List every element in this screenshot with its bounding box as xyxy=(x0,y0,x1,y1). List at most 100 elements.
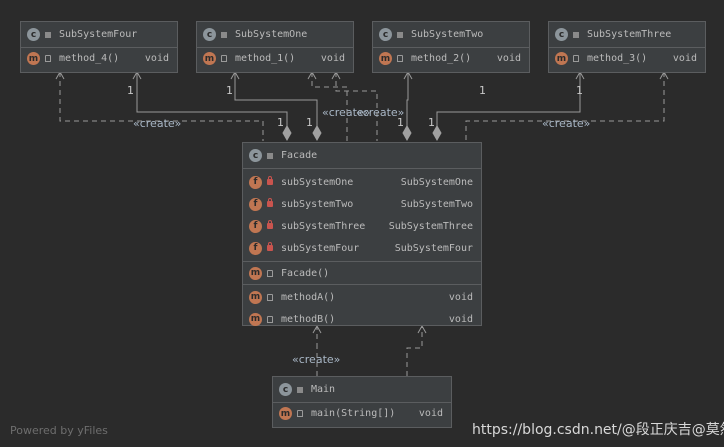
method-row[interactable]: m methodA() void xyxy=(243,286,481,308)
composition-diamonds xyxy=(282,124,442,142)
method-icon: m xyxy=(279,407,292,420)
method-icon: m xyxy=(555,52,568,65)
method-name: methodA() xyxy=(281,291,336,303)
multiplicity-four-top: 1 xyxy=(127,84,134,97)
private-lock-icon xyxy=(267,242,273,251)
field-row[interactable]: f subSystemFour SubSystemFour xyxy=(243,237,481,259)
field-icon: f xyxy=(249,241,262,255)
create-label-one: «create» xyxy=(322,106,371,119)
method-row[interactable]: m method_2() void xyxy=(373,48,529,69)
class-icon: c xyxy=(203,28,216,41)
field-row[interactable]: f subSystemThree SubSystemThree xyxy=(243,215,481,237)
diamond-three xyxy=(432,124,442,142)
dependency-edge-two xyxy=(335,72,378,141)
method-row[interactable]: m main(String[]) void xyxy=(273,403,451,424)
multiplicity-two-bottom: 1 xyxy=(397,116,404,129)
class-icon: c xyxy=(27,28,40,41)
return-type: void xyxy=(496,53,521,64)
package-visibility-icon xyxy=(397,31,403,38)
package-visibility-icon xyxy=(45,31,51,38)
package-visibility-icon xyxy=(573,31,579,38)
class-header: c SubSystemTwo xyxy=(373,22,529,48)
method-name: method_1() xyxy=(235,53,296,64)
class-subsystem-one[interactable]: c SubSystemOne m method_1() void xyxy=(196,21,354,73)
class-icon: c xyxy=(379,28,392,41)
private-lock-icon xyxy=(267,176,273,185)
multiplicity-three-top: 1 xyxy=(576,84,583,97)
diamond-one xyxy=(312,124,322,142)
association-edge-three xyxy=(436,72,581,132)
class-subsystem-two[interactable]: c SubSystemTwo m method_2() void xyxy=(372,21,530,73)
class-name: Main xyxy=(311,384,336,395)
multiplicity-three-bottom: 1 xyxy=(428,116,435,129)
method-icon: m xyxy=(379,52,392,65)
method-row[interactable]: m method_1() void xyxy=(197,48,353,69)
watermark-text: https://blog.csdn.net/@段正庆吉@莫然 xyxy=(472,422,724,438)
class-icon: c xyxy=(249,149,262,162)
method-name: method_3() xyxy=(587,53,648,64)
public-visibility-icon xyxy=(267,269,273,277)
method-name: main(String[]) xyxy=(311,408,396,419)
private-lock-icon xyxy=(267,220,273,229)
field-name: subSystemTwo xyxy=(281,198,354,210)
public-visibility-icon xyxy=(397,55,403,62)
dependency-edge-four xyxy=(59,72,264,141)
association-edge-one xyxy=(234,72,318,132)
private-lock-icon xyxy=(267,198,273,207)
create-label-two: «create» xyxy=(356,106,405,119)
association-edge-two xyxy=(406,72,409,132)
constructor-section: m Facade() xyxy=(243,262,481,285)
class-name: SubSystemFour xyxy=(59,29,138,40)
method-icon: m xyxy=(249,312,262,326)
method-row[interactable]: m method_4() void xyxy=(21,48,177,69)
powered-by-text: Powered by yFiles xyxy=(10,424,108,437)
dependency-edge-main-b xyxy=(406,326,423,376)
class-subsystem-four[interactable]: c SubSystemFour m method_4() void xyxy=(20,21,178,73)
field-name: subSystemOne xyxy=(281,176,354,188)
constructor-row[interactable]: m Facade() xyxy=(243,262,481,284)
class-name: Facade xyxy=(281,150,318,161)
fields-section: f subSystemOne SubSystemOne f subSystemT… xyxy=(243,169,481,262)
method-row[interactable]: m methodB() void xyxy=(243,308,481,330)
constructor-name: Facade() xyxy=(281,267,330,279)
class-header: c SubSystemOne xyxy=(197,22,353,48)
public-visibility-icon xyxy=(573,55,579,62)
public-visibility-icon xyxy=(45,55,51,62)
arrowhead-main-b xyxy=(417,324,427,334)
field-name: subSystemThree xyxy=(281,220,366,232)
create-label-three: «create» xyxy=(542,117,591,130)
method-icon: m xyxy=(249,290,262,304)
field-row[interactable]: f subSystemTwo SubSystemTwo xyxy=(243,193,481,215)
field-icon: f xyxy=(249,197,262,211)
method-name: method_4() xyxy=(59,53,120,64)
multiplicity-one-bottom: 1 xyxy=(306,116,313,129)
association-edge-four xyxy=(136,72,288,132)
diamond-four xyxy=(282,124,292,142)
class-name: SubSystemTwo xyxy=(411,29,484,40)
create-label-four: «create» xyxy=(133,117,182,130)
return-type: void xyxy=(144,53,169,64)
field-icon: f xyxy=(249,175,262,189)
multiplicity-two-top: 1 xyxy=(479,84,486,97)
return-type: void xyxy=(448,313,473,325)
methods-section: m methodA() void m methodB() void xyxy=(243,285,481,330)
class-main[interactable]: c Main m main(String[]) void xyxy=(272,376,452,428)
public-visibility-icon xyxy=(267,315,273,323)
class-header: c Facade xyxy=(243,143,481,169)
dependency-edge-one xyxy=(311,72,348,141)
class-subsystem-three[interactable]: c SubSystemThree m method_3() void xyxy=(548,21,706,73)
diamond-two xyxy=(402,124,412,142)
class-header: c Main xyxy=(273,377,451,403)
return-type: void xyxy=(448,291,473,303)
return-type: void xyxy=(672,53,697,64)
method-row[interactable]: m method_3() void xyxy=(549,48,705,69)
class-icon: c xyxy=(555,28,568,41)
package-visibility-icon xyxy=(297,386,303,393)
return-type: void xyxy=(418,408,443,419)
package-visibility-icon xyxy=(221,31,227,38)
field-type: SubSystemFour xyxy=(394,242,473,254)
class-facade[interactable]: c Facade f subSystemOne SubSystemOne f s… xyxy=(242,142,482,326)
field-name: subSystemFour xyxy=(281,242,360,254)
field-row[interactable]: f subSystemOne SubSystemOne xyxy=(243,171,481,193)
field-type: SubSystemThree xyxy=(388,220,473,232)
